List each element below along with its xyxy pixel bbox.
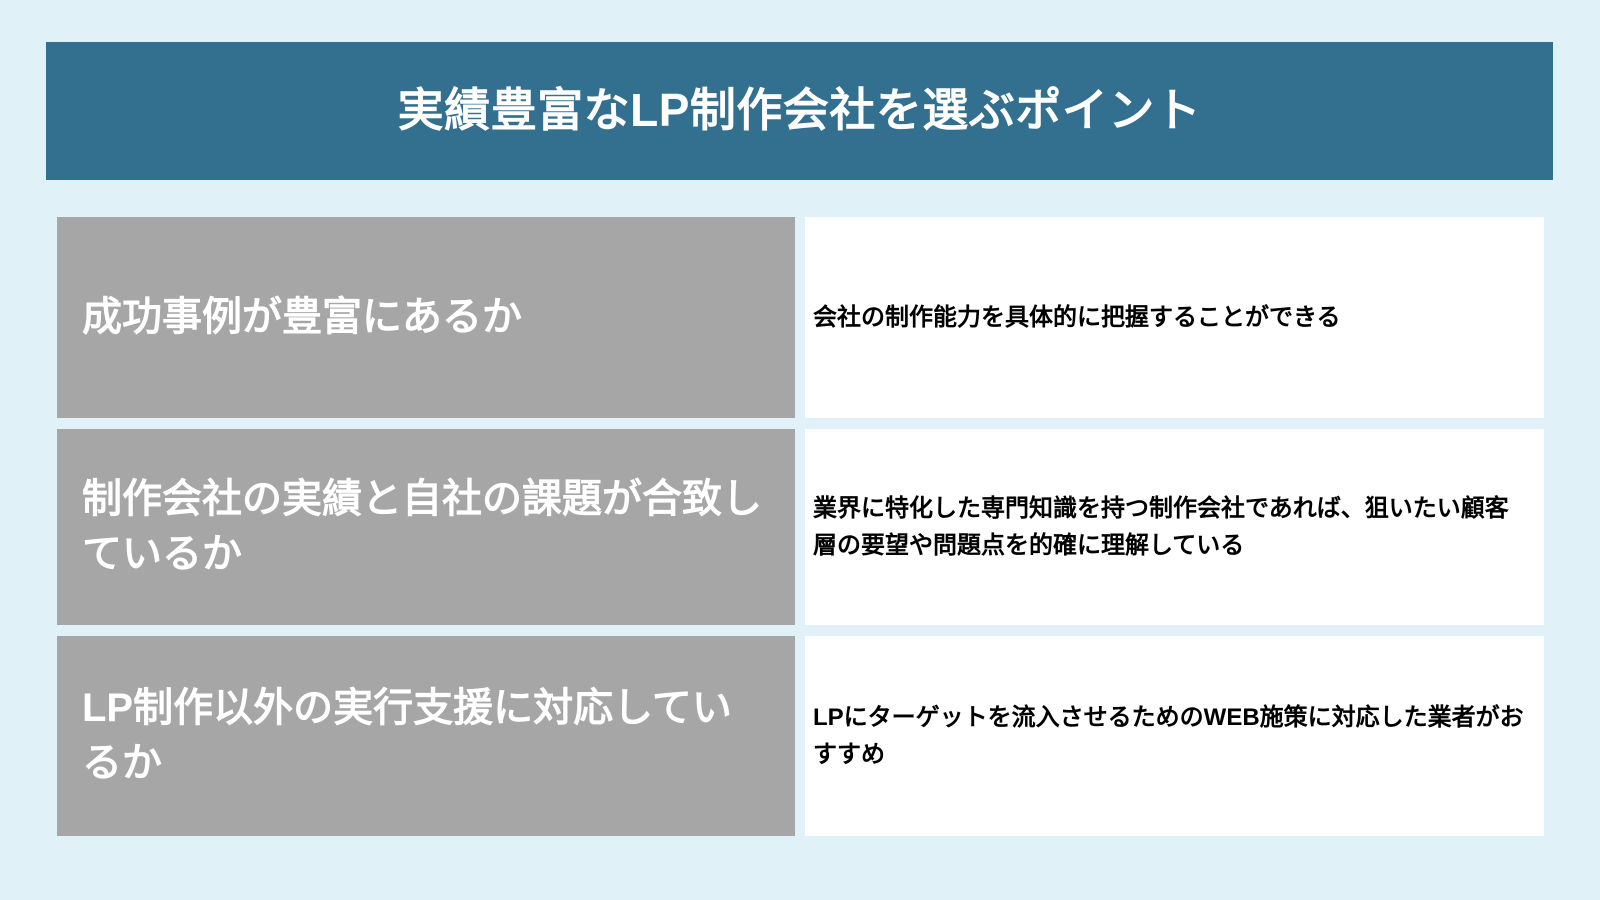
cell-gap: [795, 636, 805, 836]
detail-cell: 業界に特化した専門知識を持つ制作会社であれば、狙いたい顧客層の要望や問題点を的確…: [805, 429, 1544, 625]
detail-cell: 会社の制作能力を具体的に把握することができる: [805, 217, 1544, 418]
point-label: 成功事例が豊富にあるか: [82, 294, 522, 339]
point-cell: 制作会社の実績と自社の課題が合致しているか: [57, 429, 795, 625]
detail-label: 業界に特化した専門知識を持つ制作会社であれば、狙いたい顧客層の要望や問題点を的確…: [813, 494, 1509, 559]
detail-label: LPにターゲットを流入させるためのWEB施策に対応した業者がおすすめ: [813, 703, 1524, 768]
header-banner: 実績豊富なLP制作会社を選ぶポイント: [46, 42, 1553, 180]
detail-label: 会社の制作能力を具体的に把握することができる: [813, 303, 1341, 331]
detail-cell: LPにターゲットを流入させるためのWEB施策に対応した業者がおすすめ: [805, 636, 1544, 836]
point-cell: LP制作以外の実行支援に対応しているか: [57, 636, 795, 836]
point-cell: 成功事例が豊富にあるか: [57, 217, 795, 418]
page-title: 実績豊富なLP制作会社を選ぶポイント: [397, 84, 1202, 137]
cell-gap: [795, 429, 805, 625]
point-label: LP制作以外の実行支援に対応しているか: [82, 685, 732, 785]
table-row: 成功事例が豊富にあるか 会社の制作能力を具体的に把握することができる: [57, 217, 1544, 418]
point-label: 制作会社の実績と自社の課題が合致しているか: [82, 476, 762, 576]
table-row: LP制作以外の実行支援に対応しているか LPにターゲットを流入させるためのWEB…: [57, 636, 1544, 836]
points-table: 成功事例が豊富にあるか 会社の制作能力を具体的に把握することができる 制作会社の…: [57, 217, 1544, 836]
table-row: 制作会社の実績と自社の課題が合致しているか 業界に特化した専門知識を持つ制作会社…: [57, 429, 1544, 625]
cell-gap: [795, 217, 805, 418]
